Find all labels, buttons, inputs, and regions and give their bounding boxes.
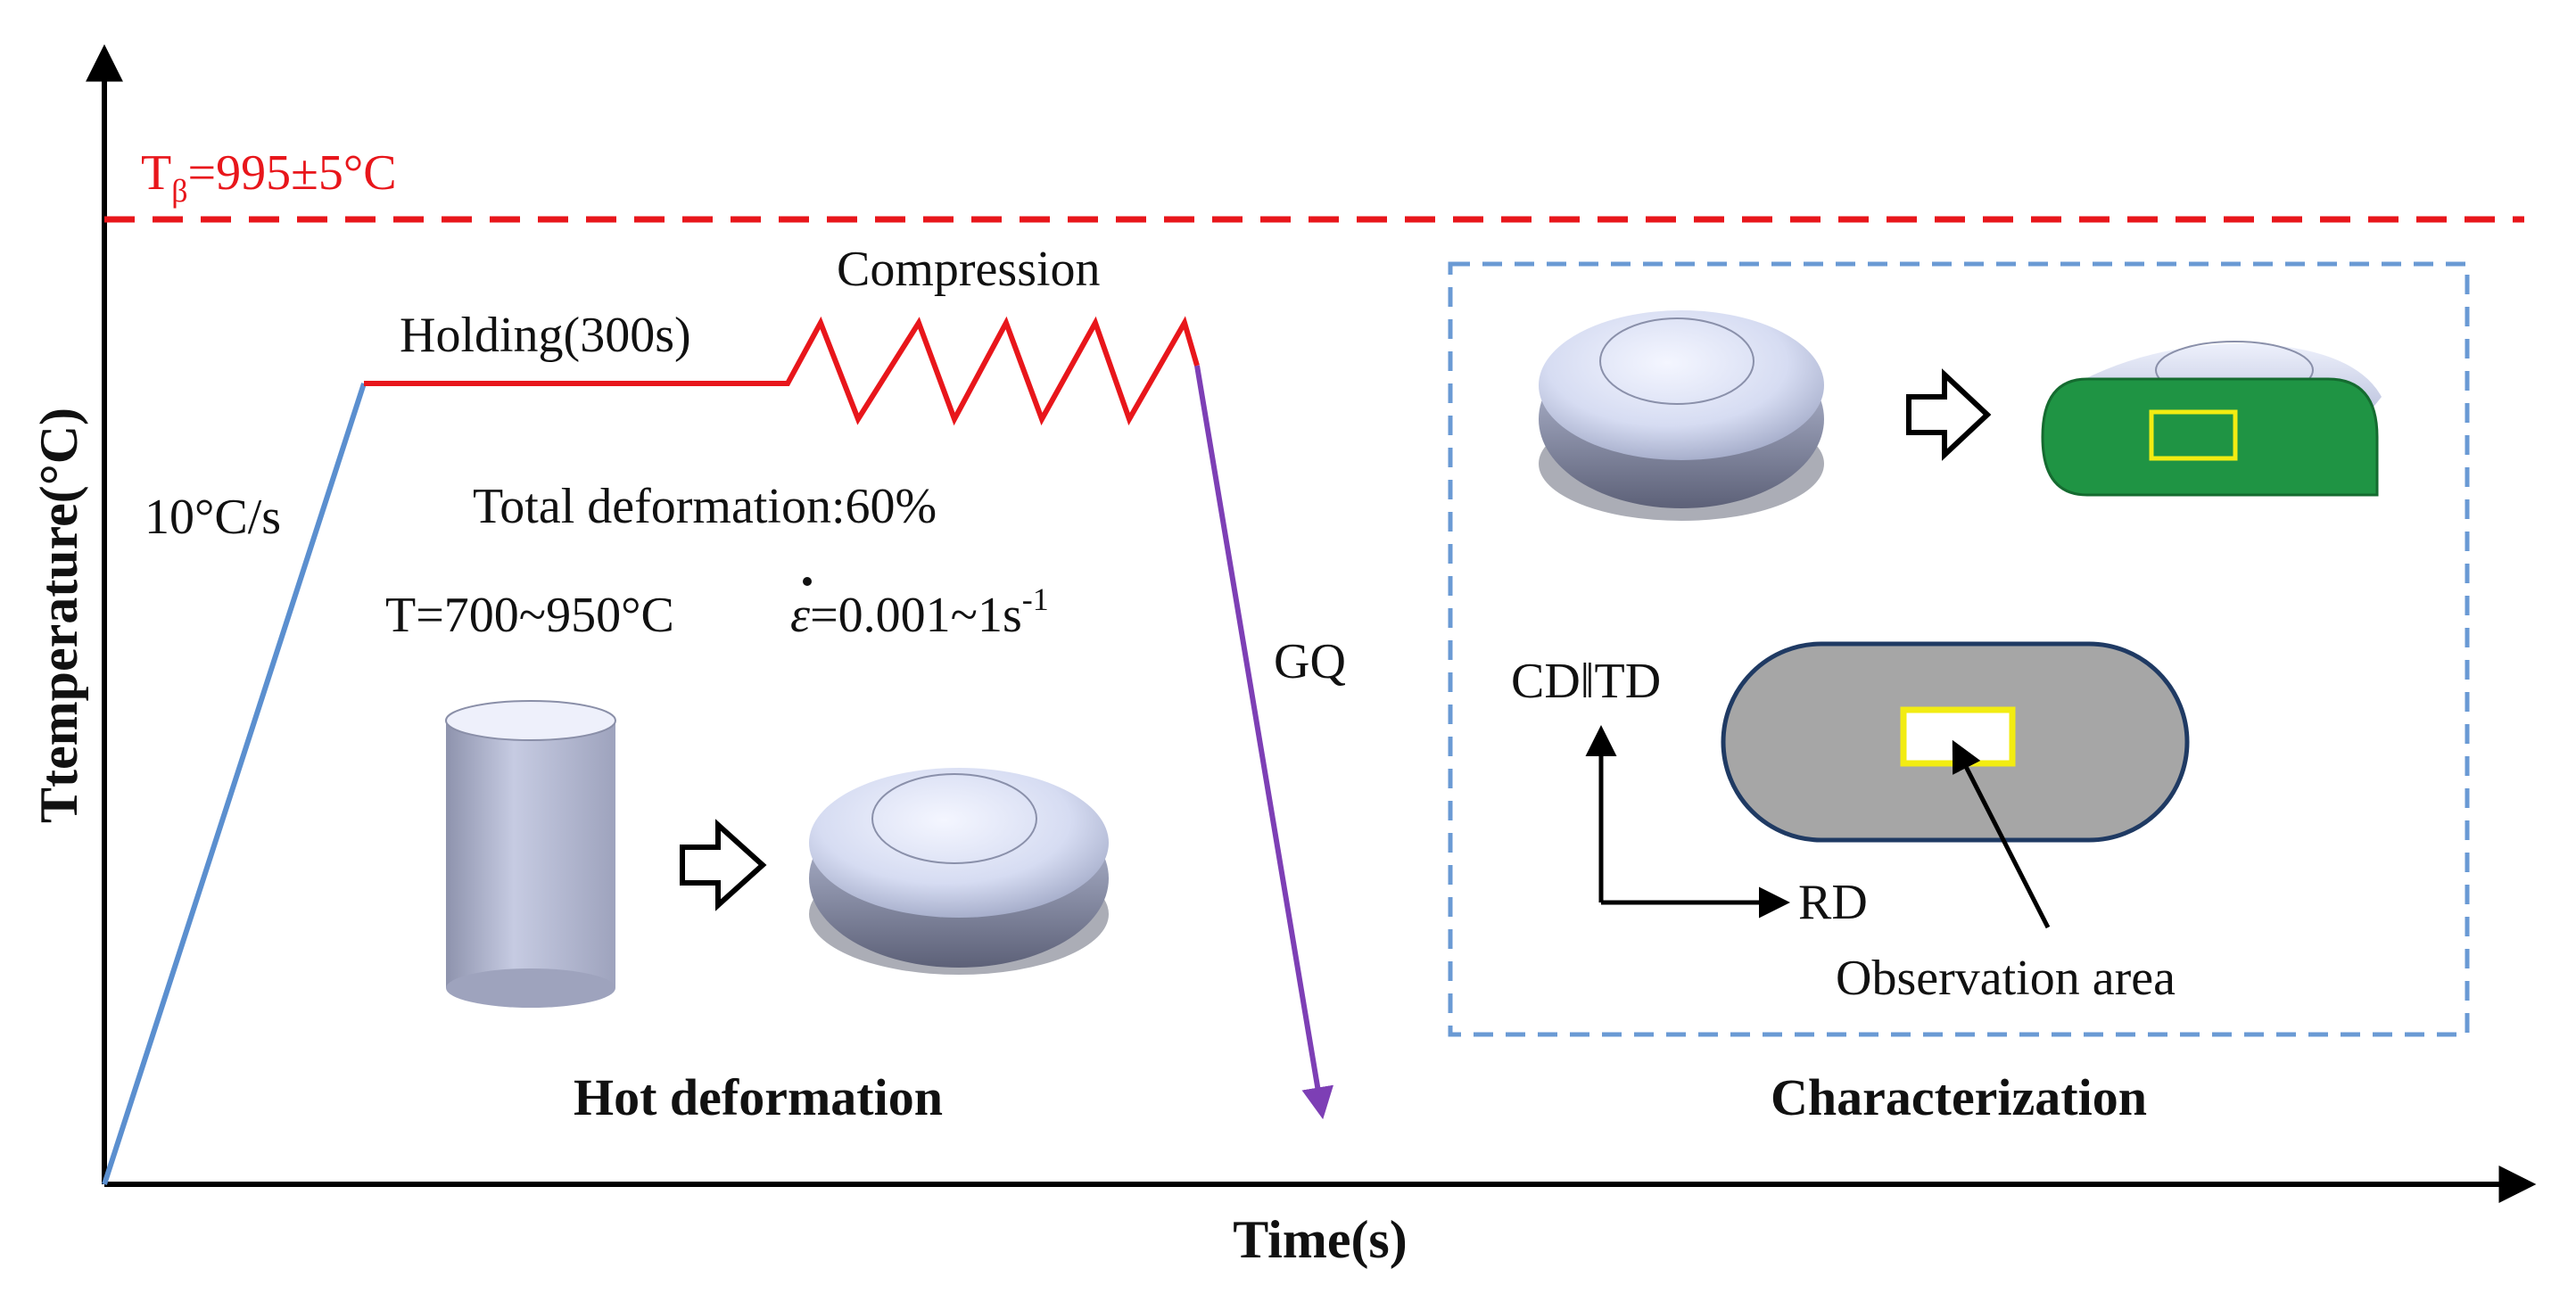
observation-label: Observation area <box>1836 951 2176 1006</box>
characterization-title: Characterization <box>1771 1068 2147 1126</box>
axes <box>86 44 2537 1203</box>
strain-rate-symbol: ε <box>790 588 811 643</box>
heating-segment <box>102 383 367 1185</box>
beta-value: =995±5°C <box>188 145 397 201</box>
strain-rate-dot <box>803 577 812 586</box>
holding-compression-segment <box>364 316 1200 426</box>
characterization-box <box>1448 261 2470 1037</box>
x-axis-label: Time(s) <box>1233 1210 1408 1269</box>
heating-rate-label: 10°C/s <box>144 490 281 545</box>
beta-transus-label: Tβ=995±5°C <box>141 145 397 209</box>
strain-rate-label: ε=0.001~1s-1 <box>790 581 1049 643</box>
quench-segment <box>1194 365 1334 1120</box>
y-axis-label: Ttemperature(°C) <box>29 408 88 823</box>
cut-face-observation-window <box>2149 409 2238 461</box>
temperature-range-label: T=700~950°C <box>385 588 674 643</box>
strain-rate-value: =0.001~1s <box>810 588 1022 643</box>
disc-specimen-small <box>1539 310 1824 521</box>
hollow-arrow-icon <box>680 819 767 911</box>
total-deformation-label: Total deformation:60% <box>473 479 937 534</box>
direction-vertical-label: CD‖TD <box>1511 654 1661 709</box>
compressed-disc-specimen <box>809 768 1109 975</box>
hot-deformation-title: Hot deformation <box>574 1068 943 1126</box>
compression-label: Compression <box>837 242 1101 297</box>
beta-symbol: T <box>141 145 171 201</box>
direction-horizontal-label: RD <box>1798 875 1868 930</box>
observation-pointer <box>1952 739 2051 929</box>
sectioned-half-specimen <box>2041 341 2382 497</box>
holding-label: Holding(300s) <box>400 308 691 363</box>
cut-face <box>2041 377 2379 497</box>
quench-label: GQ <box>1274 634 1346 689</box>
cylinder-specimen <box>445 700 616 1008</box>
strain-rate-exponent: -1 <box>1022 581 1049 617</box>
hollow-arrow-icon-2 <box>1906 368 1992 461</box>
beta-subscript: β <box>171 173 187 209</box>
